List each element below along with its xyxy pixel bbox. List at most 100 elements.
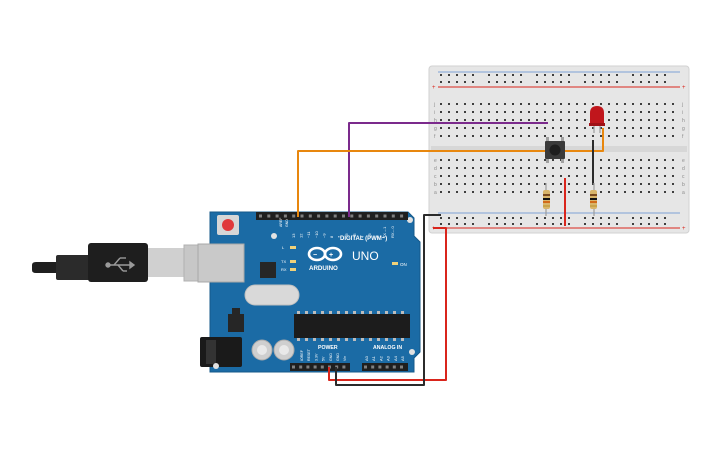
breadboard-hole[interactable] (576, 119, 578, 121)
breadboard-hole[interactable] (624, 167, 626, 169)
breadboard-hole[interactable] (672, 135, 674, 137)
breadboard-hole[interactable] (584, 217, 586, 219)
breadboard-hole[interactable] (568, 175, 570, 177)
breadboard-hole[interactable] (560, 183, 562, 185)
breadboard-hole[interactable] (496, 183, 498, 185)
breadboard-hole[interactable] (576, 167, 578, 169)
breadboard-hole[interactable] (456, 74, 458, 76)
breadboard-hole[interactable] (616, 191, 618, 193)
breadboard-hole[interactable] (520, 81, 522, 83)
breadboard-hole[interactable] (600, 223, 602, 225)
breadboard-hole[interactable] (520, 183, 522, 185)
breadboard-hole[interactable] (616, 81, 618, 83)
breadboard-hole[interactable] (584, 183, 586, 185)
breadboard-hole[interactable] (648, 191, 650, 193)
breadboard-hole[interactable] (592, 183, 594, 185)
breadboard-hole[interactable] (512, 135, 514, 137)
breadboard-hole[interactable] (560, 135, 562, 137)
breadboard-hole[interactable] (496, 74, 498, 76)
breadboard-hole[interactable] (480, 111, 482, 113)
breadboard-hole[interactable] (632, 183, 634, 185)
breadboard-hole[interactable] (560, 81, 562, 83)
breadboard-hole[interactable] (560, 119, 562, 121)
breadboard-hole[interactable] (472, 223, 474, 225)
breadboard-hole[interactable] (488, 159, 490, 161)
red-5v-wire[interactable] (328, 227, 447, 381)
breadboard-hole[interactable] (528, 191, 530, 193)
breadboard-hole[interactable] (480, 191, 482, 193)
breadboard-hole[interactable] (568, 111, 570, 113)
power-header[interactable] (290, 363, 350, 371)
breadboard-hole[interactable] (488, 111, 490, 113)
breadboard-hole[interactable] (448, 159, 450, 161)
breadboard-hole[interactable] (464, 183, 466, 185)
breadboard-hole[interactable] (552, 74, 554, 76)
breadboard-hole[interactable] (512, 111, 514, 113)
analog-header[interactable] (362, 363, 408, 371)
breadboard-hole[interactable] (632, 217, 634, 219)
breadboard-hole[interactable] (472, 119, 474, 121)
breadboard-hole[interactable] (512, 191, 514, 193)
breadboard-hole[interactable] (504, 127, 506, 129)
breadboard-hole[interactable] (536, 103, 538, 105)
breadboard-hole[interactable] (552, 217, 554, 219)
breadboard-hole[interactable] (488, 191, 490, 193)
breadboard-hole[interactable] (624, 183, 626, 185)
breadboard-hole[interactable] (512, 167, 514, 169)
breadboard-hole[interactable] (600, 159, 602, 161)
breadboard-hole[interactable] (552, 135, 554, 137)
breadboard-hole[interactable] (456, 223, 458, 225)
breadboard-hole[interactable] (472, 183, 474, 185)
breadboard-hole[interactable] (568, 223, 570, 225)
breadboard-hole[interactable] (472, 103, 474, 105)
breadboard-hole[interactable] (592, 127, 594, 129)
breadboard-hole[interactable] (552, 175, 554, 177)
pushbutton[interactable] (545, 137, 565, 163)
breadboard-hole[interactable] (456, 135, 458, 137)
breadboard-hole[interactable] (456, 191, 458, 193)
breadboard-hole[interactable] (472, 135, 474, 137)
breadboard-hole[interactable] (504, 191, 506, 193)
breadboard-hole[interactable] (584, 81, 586, 83)
breadboard-hole[interactable] (648, 167, 650, 169)
breadboard-hole[interactable] (536, 111, 538, 113)
breadboard-hole[interactable] (520, 74, 522, 76)
breadboard-hole[interactable] (568, 167, 570, 169)
breadboard-hole[interactable] (672, 111, 674, 113)
header-pin-hole[interactable] (300, 214, 304, 218)
breadboard-hole[interactable] (624, 191, 626, 193)
breadboard-hole[interactable] (616, 119, 618, 121)
breadboard-hole[interactable] (536, 74, 538, 76)
breadboard-hole[interactable] (496, 191, 498, 193)
breadboard-hole[interactable] (584, 191, 586, 193)
header-pin-hole[interactable] (259, 214, 262, 218)
breadboard-hole[interactable] (536, 183, 538, 185)
breadboard-hole[interactable] (648, 159, 650, 161)
breadboard-hole[interactable] (544, 183, 546, 185)
breadboard-hole[interactable] (584, 167, 586, 169)
breadboard-hole[interactable] (552, 103, 554, 105)
breadboard-hole[interactable] (520, 191, 522, 193)
breadboard-hole[interactable] (528, 103, 530, 105)
breadboard-hole[interactable] (496, 119, 498, 121)
header-pin-hole[interactable] (292, 365, 295, 369)
breadboard-hole[interactable] (656, 217, 658, 219)
breadboard-hole[interactable] (536, 119, 538, 121)
breadboard-hole[interactable] (512, 223, 514, 225)
header-pin-hole[interactable] (299, 365, 303, 369)
breadboard-hole[interactable] (440, 119, 442, 121)
breadboard-hole[interactable] (440, 74, 442, 76)
breadboard-hole[interactable] (504, 81, 506, 83)
breadboard-hole[interactable] (536, 135, 538, 137)
header-pin-hole[interactable] (313, 365, 317, 369)
breadboard-hole[interactable] (656, 159, 658, 161)
breadboard-hole[interactable] (448, 127, 450, 129)
breadboard-hole[interactable] (640, 223, 642, 225)
breadboard-hole[interactable] (544, 217, 546, 219)
breadboard-hole[interactable] (504, 175, 506, 177)
breadboard-hole[interactable] (568, 159, 570, 161)
breadboard-hole[interactable] (488, 223, 490, 225)
breadboard-hole[interactable] (584, 74, 586, 76)
breadboard-hole[interactable] (672, 191, 674, 193)
breadboard-hole[interactable] (552, 81, 554, 83)
